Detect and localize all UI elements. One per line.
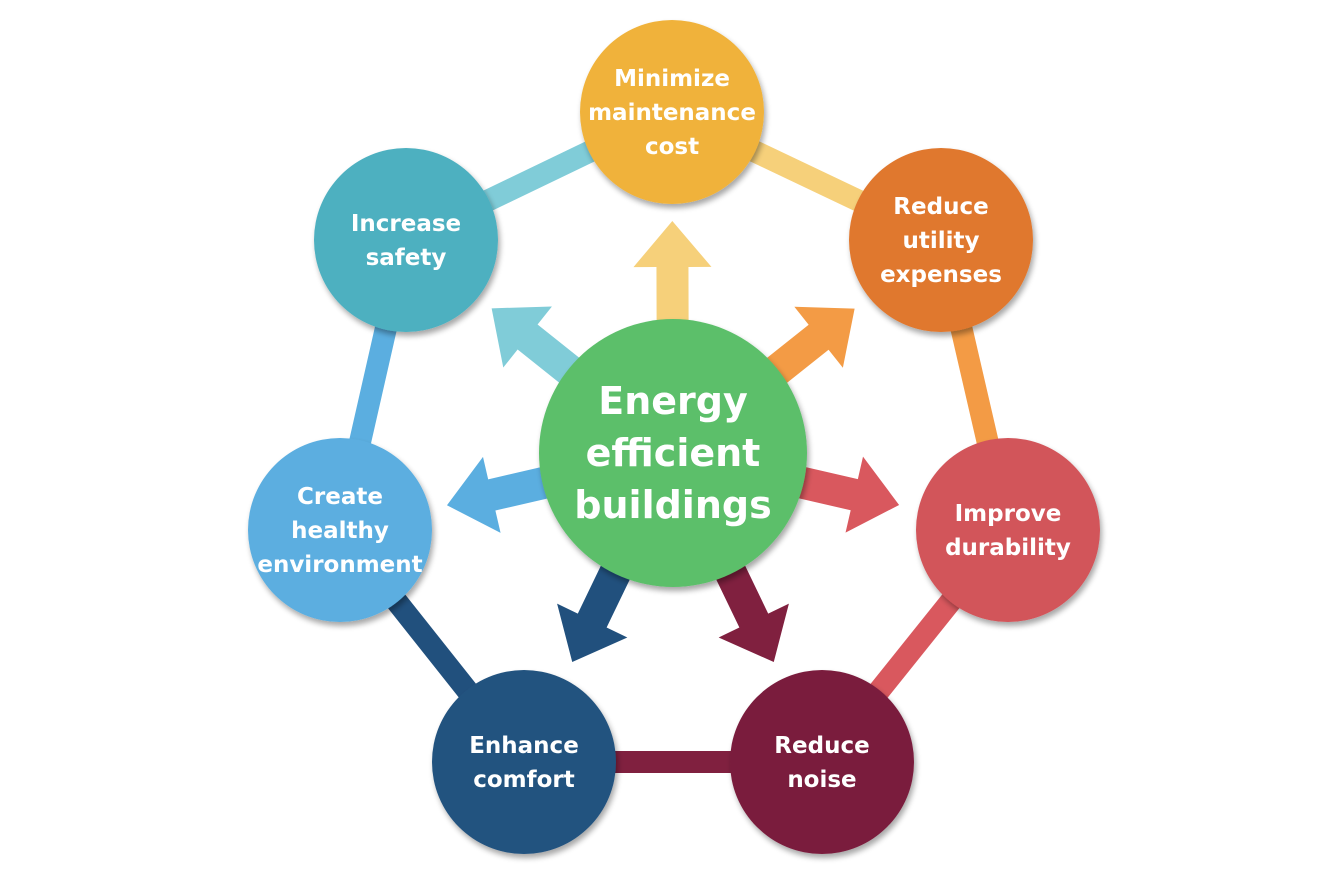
node-create-healthy-environment: Create healthy environment <box>248 438 432 622</box>
node-label-line: Increase <box>351 211 461 237</box>
node-circle-reduce-utility-expenses <box>849 148 1033 332</box>
node-label-line: comfort <box>473 767 575 793</box>
center-node: Energy efficient buildings <box>539 319 807 587</box>
center-label-line: buildings <box>574 483 771 527</box>
arrow-reduce-noise <box>707 546 789 662</box>
node-improve-durability: Improve durability <box>916 438 1100 622</box>
node-label-line: durability <box>945 535 1071 561</box>
node-circle-improve-durability <box>916 438 1100 622</box>
node-circle-reduce-noise <box>730 670 914 854</box>
center-label-line: Energy <box>598 379 748 423</box>
arrow-minimize-maintenance-cost <box>633 221 712 342</box>
node-label-line: noise <box>787 767 856 793</box>
node-label-line: healthy <box>291 518 389 544</box>
arrow-enhance-comfort <box>557 546 639 662</box>
node-reduce-noise: Reduce noise <box>730 670 914 854</box>
node-label-line: Enhance <box>469 733 579 759</box>
node-label-line: Reduce <box>893 194 988 220</box>
center-circle <box>539 319 807 587</box>
arrow-create-healthy-environment <box>446 456 568 533</box>
node-label-line: expenses <box>880 262 1002 288</box>
node-circle-increase-safety <box>314 148 498 332</box>
node-label-line: environment <box>257 552 422 578</box>
node-label-line: utility <box>902 228 979 254</box>
node-label-line: cost <box>645 134 699 160</box>
node-increase-safety: Increase safety <box>314 148 498 332</box>
node-label-line: Reduce <box>774 733 869 759</box>
arrow-improve-durability <box>778 456 900 533</box>
node-circle-enhance-comfort <box>432 670 616 854</box>
node-label-line: Create <box>297 484 383 510</box>
node-minimize-maintenance-cost: Minimize maintenance cost <box>580 20 764 204</box>
node-label-line: Improve <box>955 501 1062 527</box>
center-label-line: efficient <box>586 431 761 475</box>
arrow-layer <box>446 221 900 662</box>
node-reduce-utility-expenses: Reduce utility expenses <box>849 148 1033 332</box>
node-circle-minimize-maintenance-cost <box>580 20 764 204</box>
node-label-line: maintenance <box>588 100 756 126</box>
center-layer: Energy efficient buildings <box>539 319 807 587</box>
node-label-line: safety <box>366 245 447 271</box>
node-enhance-comfort: Enhance comfort <box>432 670 616 854</box>
node-label-line: Minimize <box>614 66 730 92</box>
node-circle-create-healthy-environment <box>248 438 432 622</box>
